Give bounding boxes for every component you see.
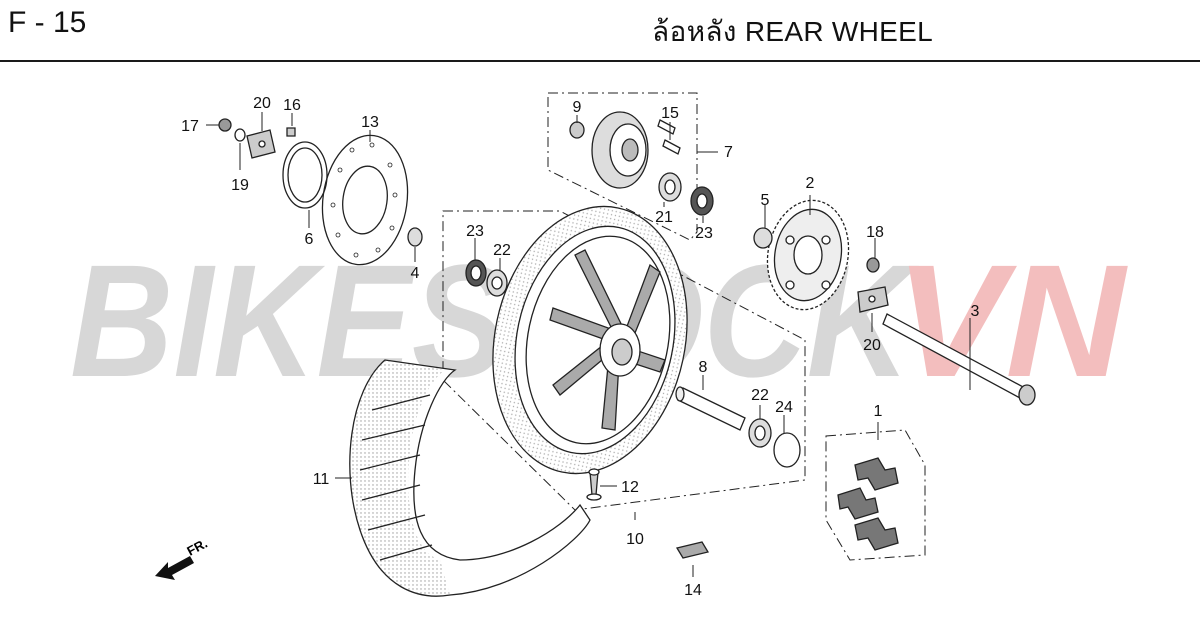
page-code: F - 15 — [8, 6, 87, 39]
callout-3: 3 — [971, 303, 980, 320]
front-label: FR. — [184, 536, 210, 559]
collar-4 — [407, 227, 423, 247]
callout-20a: 20 — [253, 95, 271, 112]
wheel-rim — [492, 205, 688, 475]
callout-7: 7 — [724, 144, 733, 161]
front-direction-arrow: FR. — [155, 536, 210, 580]
collar-9 — [569, 121, 585, 139]
callout-12: 12 — [621, 479, 639, 496]
callout-14: 14 — [684, 582, 702, 599]
callout-10: 10 — [626, 531, 644, 548]
header-divider — [0, 60, 1200, 62]
callout-1: 1 — [874, 403, 883, 420]
callout-18: 18 — [866, 224, 884, 241]
callout-5: 5 — [761, 192, 770, 209]
callout-15: 15 — [661, 105, 679, 122]
callout-11: 11 — [313, 471, 330, 488]
leader-lines — [206, 112, 971, 577]
callout-labels: 1 2 3 4 5 6 7 8 9 10 11 12 13 14 15 16 1… — [181, 95, 979, 599]
plate-20a — [246, 129, 276, 159]
callout-16: 16 — [283, 97, 301, 114]
seal-23b — [690, 186, 714, 216]
nut-18 — [866, 257, 880, 273]
seal-23a — [465, 259, 487, 287]
bolt-16 — [286, 127, 296, 137]
callout-17: 17 — [181, 118, 199, 135]
callout-20b: 20 — [863, 337, 881, 354]
bearing-22a — [486, 269, 508, 297]
o-ring-24 — [773, 432, 801, 468]
pulser-ring — [282, 141, 328, 209]
callout-22b: 22 — [751, 387, 769, 404]
tire — [349, 359, 591, 597]
plate-20b — [857, 286, 889, 313]
watermark-accent: VN — [895, 231, 1129, 410]
callout-6: 6 — [305, 231, 314, 248]
callout-9: 9 — [573, 99, 582, 116]
balance-weight — [675, 541, 710, 559]
page-title: ล้อหลัง REAR WHEEL — [652, 16, 933, 47]
callout-19: 19 — [231, 177, 249, 194]
collar-5 — [753, 227, 773, 249]
driven-flange — [591, 111, 681, 189]
callout-4: 4 — [411, 265, 420, 282]
callout-22a: 22 — [493, 242, 511, 259]
brake-disc — [321, 134, 409, 266]
hub-group-outline — [547, 92, 698, 241]
bearing-21 — [658, 172, 682, 202]
callout-8: 8 — [699, 359, 708, 376]
callout-24: 24 — [775, 399, 793, 416]
callout-23b: 23 — [695, 225, 713, 242]
callout-2: 2 — [806, 175, 815, 192]
nut-17 — [218, 118, 232, 132]
collar-19 — [234, 128, 246, 142]
bearing-22b — [748, 418, 772, 448]
axle — [882, 313, 1036, 406]
collar — [675, 386, 746, 431]
damper-rubbers — [837, 457, 899, 551]
sprocket — [766, 199, 850, 311]
damper-group-outline — [825, 429, 926, 561]
callout-23a: 23 — [466, 223, 484, 240]
tire-valve — [586, 468, 602, 501]
callout-21: 21 — [655, 209, 673, 226]
callout-13: 13 — [361, 114, 379, 131]
